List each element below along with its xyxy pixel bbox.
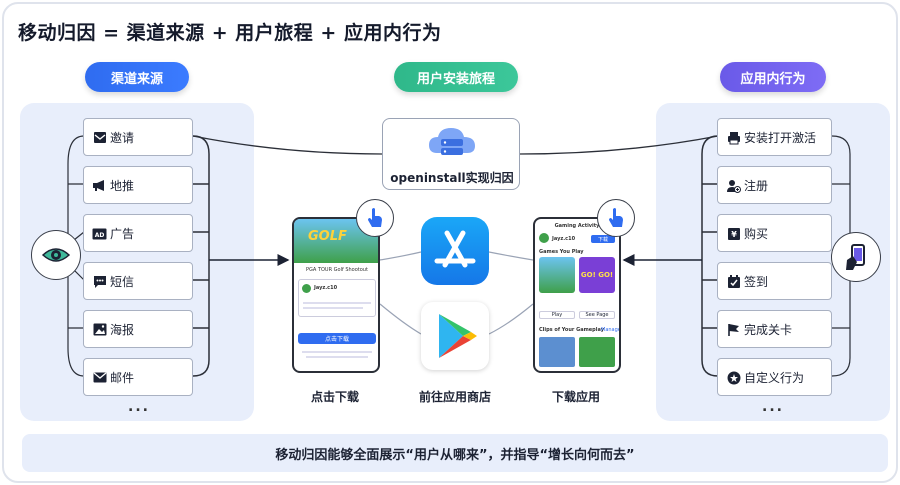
sms-icon bbox=[92, 274, 107, 289]
user-name: Jayz.c10 bbox=[552, 236, 576, 242]
cloud-server-icon bbox=[429, 128, 475, 155]
purchase-icon: ¥ bbox=[726, 226, 741, 241]
avatar bbox=[302, 284, 311, 293]
google-play-icon bbox=[421, 302, 489, 370]
behavior-item-custom: 自定义行为 bbox=[717, 358, 832, 396]
connector-lines bbox=[67, 135, 851, 377]
tap-hand-icon bbox=[368, 208, 382, 227]
user-name: Jayz.c10 bbox=[314, 285, 338, 291]
caption-go-store: 前往应用商店 bbox=[418, 390, 491, 404]
clip-thumb bbox=[539, 337, 575, 367]
tap-circle-right bbox=[597, 199, 635, 237]
channel-source-pill: 渠道来源 bbox=[85, 62, 189, 92]
channel-item-ad: AD 广告 bbox=[83, 214, 193, 252]
printer-icon bbox=[726, 130, 741, 145]
behavior-item-purchase: ¥ 购买 bbox=[717, 214, 832, 252]
game-title-text: PGA TOUR Golf Shootout bbox=[306, 267, 368, 273]
channel-item-ground: 地推 bbox=[83, 166, 193, 204]
channel-label: 地推 bbox=[110, 178, 135, 193]
channel-label: 广告 bbox=[110, 226, 135, 241]
behavior-item-checkin: 签到 bbox=[717, 262, 832, 300]
user-add-icon bbox=[726, 178, 741, 193]
section-clips: Clips of Your Gameplay bbox=[539, 327, 604, 333]
app-store-icon bbox=[421, 217, 489, 285]
behavior-label: 签到 bbox=[744, 274, 769, 289]
tap-circle-left bbox=[356, 199, 394, 237]
download-button[interactable]: 点击下载 bbox=[298, 333, 376, 344]
flag-icon bbox=[726, 322, 741, 337]
right-bracket-line bbox=[701, 135, 719, 377]
game-thumb-golf bbox=[539, 257, 575, 293]
text-line bbox=[306, 356, 368, 358]
behavior-label: 自定义行为 bbox=[744, 370, 805, 385]
text-line bbox=[302, 351, 372, 353]
golf-logo: GOLF bbox=[308, 229, 347, 244]
behavior-item-install: 安装打开激活 bbox=[717, 118, 832, 156]
behavior-label: 完成关卡 bbox=[744, 322, 793, 337]
left-bracket-line bbox=[192, 135, 210, 377]
megaphone-icon bbox=[92, 178, 107, 193]
inapp-behavior-pill: 应用内行为 bbox=[720, 62, 826, 92]
behavior-item-register: 注册 bbox=[717, 166, 832, 204]
phone-hand-icon bbox=[846, 244, 865, 270]
footer-summary: 移动归因能够全面展示“用户从哪来”，并指导“增长向何而去” bbox=[22, 434, 888, 472]
channel-item-poster: 海报 bbox=[83, 310, 193, 348]
image-icon bbox=[92, 322, 107, 337]
clip-thumb bbox=[579, 337, 615, 367]
behavior-more-ellipsis: ... bbox=[762, 399, 784, 415]
channel-label: 邮件 bbox=[110, 370, 135, 385]
section-games: Games You Play bbox=[539, 249, 584, 255]
user-card: Jayz.c10 bbox=[298, 279, 376, 317]
tap-hand-icon bbox=[609, 208, 623, 227]
install-journey-pill: 用户安装旅程 bbox=[394, 62, 518, 92]
channel-more-ellipsis: ... bbox=[128, 399, 150, 415]
install-button[interactable]: 下载 bbox=[591, 235, 615, 243]
channel-item-sms: 短信 bbox=[83, 262, 193, 300]
phone-landing-page: GOLF PGA TOUR Golf Shootout Jayz.c10 点击下… bbox=[292, 217, 380, 373]
channel-label: 海报 bbox=[110, 322, 135, 337]
checkin-icon bbox=[726, 274, 741, 289]
game-thumb-gogo: GO! GO! bbox=[579, 257, 615, 293]
channel-label: 邀请 bbox=[110, 130, 135, 145]
svg-text:¥: ¥ bbox=[731, 230, 737, 239]
play-button[interactable]: Play bbox=[539, 311, 575, 319]
manage-link[interactable]: Manage bbox=[601, 327, 621, 333]
ad-icon: AD bbox=[92, 226, 107, 241]
mail-inbox-icon bbox=[92, 130, 107, 145]
behavior-label: 注册 bbox=[744, 178, 769, 193]
behavior-label: 购买 bbox=[744, 226, 769, 241]
page-title: 移动归因 = 渠道来源 + 用户旅程 + 应用内行为 bbox=[18, 22, 442, 44]
behavior-label: 安装打开激活 bbox=[744, 130, 817, 145]
caption-download-app: 下载应用 bbox=[551, 390, 600, 404]
behavior-item-level: 完成关卡 bbox=[717, 310, 832, 348]
text-line bbox=[303, 307, 363, 309]
text-line bbox=[303, 302, 371, 304]
channel-item-email: 邮件 bbox=[83, 358, 193, 396]
mobile-hand-circle bbox=[831, 232, 881, 282]
phone-app-page: Gaming Activity Jayz.c10 下载 Games You Pl… bbox=[533, 217, 621, 373]
channel-label: 短信 bbox=[110, 274, 135, 289]
see-page-button[interactable]: See Page bbox=[579, 311, 615, 319]
eye-icon bbox=[41, 248, 71, 262]
eye-circle bbox=[31, 230, 81, 280]
envelope-icon bbox=[92, 370, 107, 385]
avatar bbox=[539, 233, 549, 243]
star-badge-icon bbox=[726, 370, 741, 385]
app-header: Gaming Activity bbox=[554, 223, 600, 229]
caption-click-download: 点击下载 bbox=[310, 390, 359, 404]
openinstall-label: openinstall实现归因 bbox=[390, 171, 514, 185]
openinstall-box: openinstall实现归因 bbox=[382, 118, 520, 190]
channel-item-invite: 邀请 bbox=[83, 118, 193, 156]
svg-text:AD: AD bbox=[95, 231, 105, 238]
